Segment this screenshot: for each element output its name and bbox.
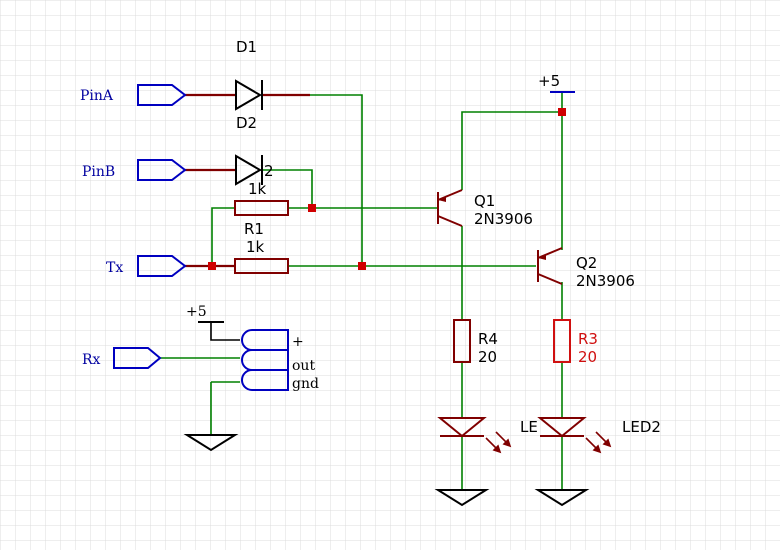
resistor-r3-value: 20 [578, 348, 597, 366]
resistor-r2[interactable]: 1k [234, 180, 289, 216]
diode-d2[interactable]: 2 [235, 154, 274, 186]
power-vcc-top-label: +5 [538, 72, 560, 90]
led-1-ref: LE [520, 418, 538, 436]
power-vcc-top[interactable]: +5 [538, 72, 575, 93]
ground-icon [534, 489, 590, 507]
transistor-q2-ref: Q2 [576, 254, 597, 272]
wires [160, 92, 563, 490]
resistor-r1-ref: R1 [244, 220, 264, 238]
resistor-r3[interactable]: R3 20 [553, 319, 598, 366]
port-pina[interactable]: PinA [80, 84, 187, 106]
connector-pin-gnd: gnd [292, 376, 319, 392]
led-2-emission-icon [585, 431, 612, 454]
resistor-r4[interactable]: R4 20 [453, 319, 498, 366]
port-tx-label: Tx [106, 260, 123, 276]
port-tx[interactable]: Tx [106, 255, 187, 277]
transistor-q1-ref: Q1 [474, 192, 495, 210]
resistor-r3-ref: R3 [578, 330, 598, 348]
connector-pin-plus: + [292, 334, 304, 350]
diode-d2-ref: D2 [236, 114, 257, 132]
power-vcc-rx-label: +5 [186, 304, 207, 320]
ground-icon [183, 434, 239, 452]
resistor-r2-value: 1k [248, 180, 267, 198]
transistor-q2-model: 2N3906 [576, 272, 635, 290]
port-rx[interactable]: Rx [82, 347, 162, 369]
led-1-emission-icon [485, 431, 512, 454]
led-1[interactable]: LE [437, 417, 538, 454]
resistor-r1-value: 1k [246, 238, 265, 256]
port-pinb[interactable]: PinB [82, 159, 187, 181]
rx-connector[interactable]: +5 + out gnd [186, 304, 319, 392]
diode-d1-ref: D1 [236, 38, 257, 56]
diode-d2-overlap-text: 2 [264, 162, 274, 180]
resistor-r4-value: 20 [478, 348, 497, 366]
transistor-q1-model: 2N3906 [474, 210, 533, 228]
diode-d1[interactable]: D1 D2 [235, 38, 263, 132]
connector-pin-out: out [292, 358, 315, 374]
port-rx-label: Rx [82, 352, 101, 368]
led-2[interactable]: LED2 [537, 417, 661, 454]
transistor-q1[interactable]: Q1 2N3906 [437, 189, 533, 228]
port-pina-label: PinA [80, 88, 114, 104]
resistor-r1[interactable]: R1 1k [234, 220, 289, 274]
ground-icon [434, 489, 490, 507]
led-2-ref: LED2 [622, 418, 661, 436]
port-pinb-label: PinB [82, 164, 115, 180]
junctions [208, 108, 566, 270]
resistor-r4-ref: R4 [478, 330, 498, 348]
transistor-q2[interactable]: Q2 2N3906 [537, 247, 635, 290]
